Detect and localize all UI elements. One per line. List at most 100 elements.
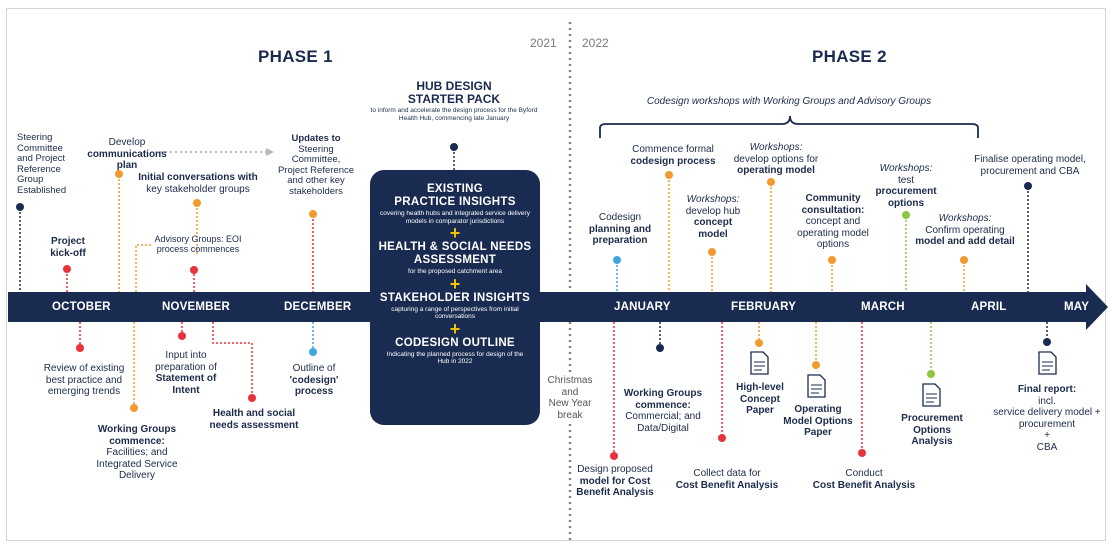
dot-design-model (610, 452, 618, 460)
dot-conduct (858, 449, 866, 457)
month-february: FEBRUARY (731, 301, 797, 313)
label-input: Input into preparation of Statement of I… (150, 350, 222, 396)
label-finalise: Finalise operating model, procurement an… (962, 154, 1098, 177)
label-line: 'codesign' (289, 374, 339, 386)
dot-finalise (1024, 182, 1032, 190)
label-line: plan (116, 160, 138, 171)
month-april: APRIL (971, 301, 1007, 313)
label-line: procurement (875, 186, 937, 197)
label-final-report: Final report: incl. service delivery mod… (988, 384, 1106, 453)
month-december: DECEMBER (284, 301, 352, 313)
label-line: and Project (17, 153, 66, 164)
label-line: options (816, 239, 850, 250)
label-line: stakeholders (289, 185, 343, 197)
starter-pack-box: EXISTING PRACTICE INSIGHTS covering heal… (370, 170, 540, 425)
label-commence-formal: Commence formal codesign process (617, 144, 729, 167)
label-line: codesign process (630, 155, 716, 167)
label-workshops-hub: Workshops: develop hub concept model (676, 194, 750, 240)
label-line: Paper (804, 427, 832, 438)
dot-ws-op (767, 178, 775, 186)
label-line: operating model (737, 165, 815, 176)
label-line: commence: (635, 399, 691, 411)
plus-icon: + (449, 273, 461, 294)
label-initial-conversations: Initial conversations with key stakehold… (128, 172, 268, 195)
document-icon (922, 383, 941, 407)
year-2021: 2021 (530, 36, 557, 50)
label-line: planning and (588, 223, 652, 235)
label-line: High-level (736, 382, 784, 393)
label-line: Confirm operating (925, 224, 1005, 236)
label-line: Analysis (911, 436, 953, 447)
label-line: Procurement (901, 413, 963, 424)
dot-outline (309, 348, 317, 356)
label-kickoff: Project kick-off (40, 236, 96, 259)
timeline-bar (8, 292, 1088, 322)
month-may: MAY (1064, 301, 1090, 313)
label-line: Working Groups (623, 388, 703, 399)
label-line: Working Groups (97, 424, 177, 435)
label-line: + (1044, 430, 1050, 441)
label-steering: Steering Committee and Project Reference… (17, 132, 67, 196)
label-line: Statement of (155, 373, 217, 384)
dot-advisory (190, 266, 198, 274)
dot-final (1043, 338, 1051, 346)
label-line: and other key (287, 175, 345, 186)
label-line: Steering (17, 132, 53, 143)
label-line: emerging trends (47, 386, 121, 397)
starter-pack-title-line: STARTER PACK (407, 92, 501, 106)
phase-1-title: PHASE 1 (258, 47, 333, 66)
codesign-workshops-label: Codesign workshops with Working Groups a… (646, 96, 932, 107)
label-line: process (294, 386, 334, 397)
label-line: model for Cost (579, 475, 651, 487)
label-line: concept and (805, 216, 861, 227)
dot-collect (718, 434, 726, 442)
diagram-frame (6, 8, 1106, 541)
label-line: Concept (740, 393, 780, 405)
label-line: Intent (172, 384, 200, 396)
dot-ws-confirm (960, 256, 968, 264)
label-line: Established (17, 184, 67, 196)
label-line: key stakeholder groups (146, 183, 250, 195)
document-icon (1038, 351, 1057, 375)
plus-icon: + (449, 223, 461, 243)
conn-advisory-b (135, 244, 152, 292)
label-outline: Outline of 'codesign' process (276, 363, 352, 398)
box-heading: HEALTH & SOCIAL NEEDS (378, 241, 532, 253)
label-line: process commences (156, 244, 240, 254)
label-line: model (698, 228, 728, 240)
label-line: Benefit Analysis (576, 487, 654, 498)
label-line: develop hub (685, 205, 741, 217)
christmas-break-label: Christmas and New Year break (543, 375, 597, 421)
label-line: Updates to (291, 133, 341, 144)
label-collect-data: Collect data for Cost Benefit Analysis (670, 468, 784, 491)
label-workshops-procurement: Workshops: test procurement options (868, 163, 944, 209)
timeline-arrowhead (1086, 284, 1108, 330)
label-community-consultation: Community consultation: concept and oper… (790, 193, 876, 251)
label-line: Facilities; and (106, 447, 168, 458)
label-line: Collect data for (693, 468, 761, 479)
label-line: develop options for (733, 153, 819, 165)
label-codesign-planning: Codesign planning and preparation (584, 212, 656, 247)
label-line: Options (913, 424, 951, 436)
label-line: Workshops: (749, 142, 803, 153)
label-line: Design proposed (577, 464, 653, 475)
label-line: best practice and (45, 374, 123, 386)
label-line: Outline of (292, 363, 336, 374)
dot-comms (115, 170, 123, 178)
plus-icon: + (449, 318, 461, 339)
label-line: Committee, (291, 154, 341, 165)
dot-hl-concept (755, 339, 763, 347)
dot-steering (16, 203, 24, 211)
label-line: Cost Benefit Analysis (675, 479, 779, 491)
dot-ws-proc (902, 211, 910, 219)
month-march: MARCH (861, 301, 905, 313)
month-october: OCTOBER (52, 301, 111, 313)
label-wg-commercial: Working Groups commence: Commercial; and… (616, 388, 710, 434)
label-line: Integrated Service (96, 458, 178, 470)
dot-wg-fac (130, 404, 138, 412)
phase-2-title: PHASE 2 (812, 47, 887, 66)
label-line: Project (51, 236, 85, 247)
dot-input (178, 332, 186, 340)
